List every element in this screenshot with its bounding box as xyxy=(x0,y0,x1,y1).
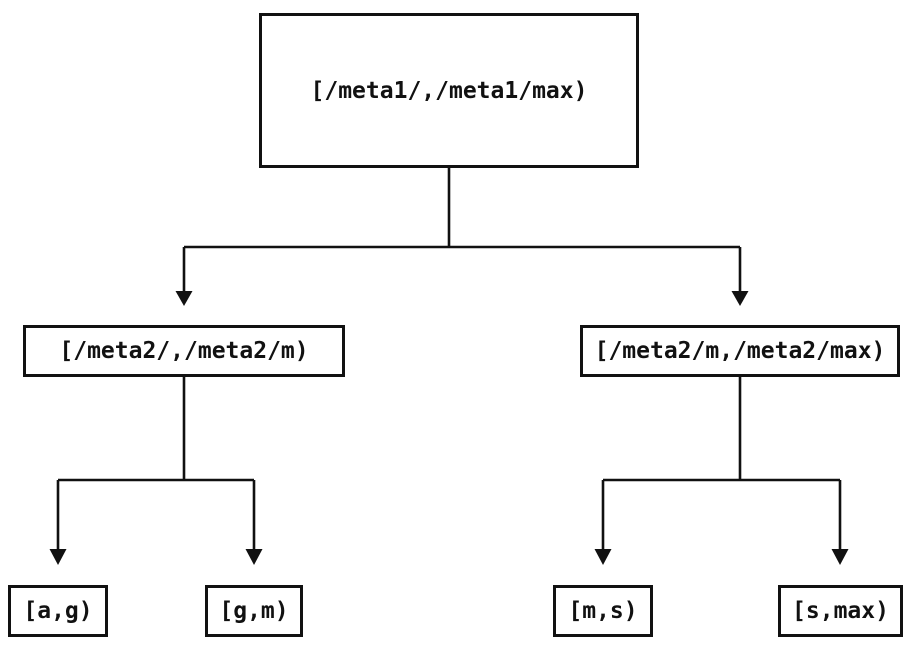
tree-leaf-smax: [s,max) xyxy=(778,585,903,637)
tree-leaf-ag: [a,g) xyxy=(8,585,108,637)
arrow-down-icon xyxy=(731,291,749,306)
tree-leaf-ag-label: [a,g) xyxy=(23,598,93,624)
tree-leaf-smax-label: [s,max) xyxy=(792,598,889,624)
arrow-down-icon xyxy=(245,549,263,565)
tree-leaf-gm-label: [g,m) xyxy=(219,598,289,624)
arrow-down-icon xyxy=(175,291,193,306)
tree-node-root: [/meta1/,/meta1/max) xyxy=(259,13,639,168)
tree-leaf-ms: [m,s) xyxy=(553,585,653,637)
tree-node-right-range-label: [/meta2/m,/meta2/max) xyxy=(594,338,886,364)
arrow-down-icon xyxy=(49,549,67,565)
arrow-down-icon xyxy=(594,549,612,565)
tree-leaf-ms-label: [m,s) xyxy=(568,598,638,624)
tree-node-right-range: [/meta2/m,/meta2/max) xyxy=(580,325,900,377)
tree-node-left-range: [/meta2/,/meta2/m) xyxy=(23,325,345,377)
tree-node-root-label: [/meta1/,/meta1/max) xyxy=(310,77,588,104)
tree-leaf-gm: [g,m) xyxy=(205,585,303,637)
arrow-down-icon xyxy=(831,549,849,565)
tree-node-left-range-label: [/meta2/,/meta2/m) xyxy=(59,338,309,364)
